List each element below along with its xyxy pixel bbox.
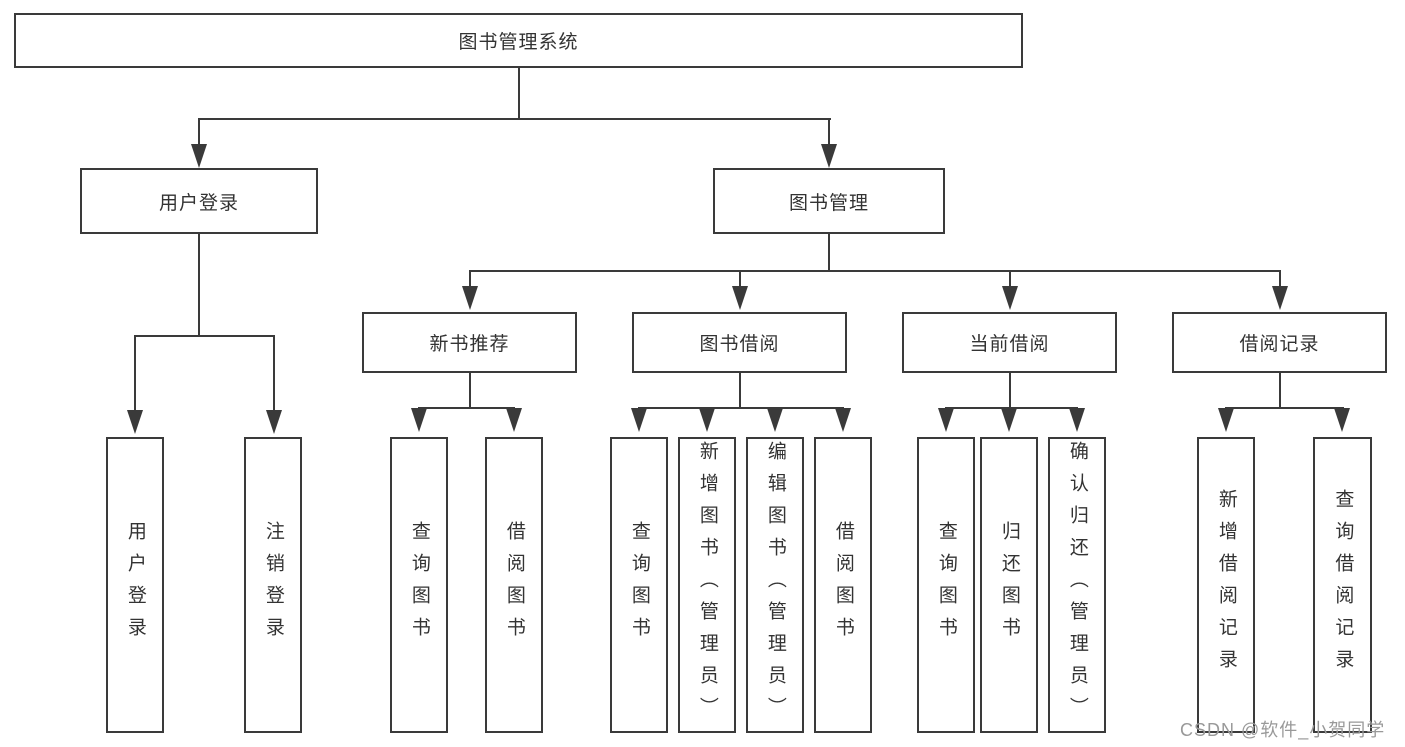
node-leaf-current-query-books: 查询图书 (917, 437, 975, 733)
connector-stem-book-mgmt (828, 118, 830, 148)
csdn-watermark: CSDN @软件_小贺同学 (1180, 720, 1386, 740)
arrowhead-g5-query-record (1334, 408, 1350, 432)
leaf-label: 借阅图书 (503, 521, 525, 649)
arrowhead-new-book (462, 286, 478, 310)
arrowhead-g3-edit-books (767, 408, 783, 432)
arrowhead-book-borrow (732, 286, 748, 310)
node-leaf-recommend-borrow-books: 借阅图书 (485, 437, 543, 733)
connector-group2-stem (469, 373, 471, 409)
node-book-borrow: 图书借阅 (632, 312, 847, 373)
node-leaf-borrow-query-books: 查询图书 (610, 437, 668, 733)
arrowhead-user-login (191, 144, 207, 168)
arrowhead-g3-add-books (699, 408, 715, 432)
connector-user-login-stem (198, 234, 200, 337)
connector-stem-book-borrow (739, 270, 741, 290)
connector-stem-current-borrow (1009, 270, 1011, 290)
connector-group5-stem (1279, 373, 1281, 409)
node-leaf-return-books: 归还图书 (980, 437, 1038, 733)
arrowhead-g5-add-record (1218, 408, 1234, 432)
leaf-label: 查询图书 (935, 521, 957, 649)
node-leaf-user-login: 用户登录 (106, 437, 164, 733)
leaf-label: 新增借阅记录 (1215, 489, 1237, 681)
leaf-label: 查询借阅记录 (1332, 489, 1354, 681)
connector-book-mgmt-stem (828, 234, 830, 272)
connector-group3-split (638, 407, 844, 409)
node-current-borrow: 当前借阅 (902, 312, 1117, 373)
connector-group3-stem (739, 373, 741, 409)
leaf-label: 借阅图书 (832, 521, 854, 649)
connector-group2-split (418, 407, 515, 409)
arrowhead-g2-query-books (411, 408, 427, 432)
connector-leaf-stem-logout (273, 335, 275, 412)
leaf-label: 确认归还（管理员） (1066, 441, 1088, 729)
node-leaf-add-borrow-record: 新增借阅记录 (1197, 437, 1255, 733)
arrowhead-book-mgmt (821, 144, 837, 168)
connector-book-mgmt-split (469, 270, 1281, 272)
connector-stem-borrow-records (1279, 270, 1281, 290)
node-leaf-confirm-return-admin: 确认归还（管理员） (1048, 437, 1106, 733)
connector-group5-split (1225, 407, 1344, 409)
arrowhead-current-borrow (1002, 286, 1018, 310)
arrowhead-g4-confirm-return (1069, 408, 1085, 432)
arrowhead-g3-query-books (631, 408, 647, 432)
leaf-label: 归还图书 (998, 521, 1020, 649)
leaf-label: 用户登录 (124, 521, 146, 649)
arrowhead-g4-query-books (938, 408, 954, 432)
arrowhead-borrow-records (1272, 286, 1288, 310)
node-root: 图书管理系统 (14, 13, 1023, 68)
arrowhead-g2-borrow-books (506, 408, 522, 432)
connector-stem-new-book (469, 270, 471, 290)
node-leaf-recommend-query-books: 查询图书 (390, 437, 448, 733)
node-user-login: 用户登录 (80, 168, 318, 234)
leaf-label: 注销登录 (262, 521, 284, 649)
arrowhead-leaf-logout (266, 410, 282, 434)
node-leaf-logout: 注销登录 (244, 437, 302, 733)
connector-root-stem (518, 68, 520, 120)
node-new-book-recommend: 新书推荐 (362, 312, 577, 373)
connector-leaf-stem-login (134, 335, 136, 412)
connector-stem-user-login (198, 118, 200, 148)
node-borrow-records: 借阅记录 (1172, 312, 1387, 373)
node-book-management: 图书管理 (713, 168, 945, 234)
node-leaf-edit-books-admin: 编辑图书（管理员） (746, 437, 804, 733)
leaf-label: 编辑图书（管理员） (764, 441, 786, 729)
leaf-label: 查询图书 (628, 521, 650, 649)
connector-root-split (198, 118, 831, 120)
leaf-label: 新增图书（管理员） (696, 441, 718, 729)
node-leaf-query-borrow-record: 查询借阅记录 (1313, 437, 1372, 733)
leaf-label: 查询图书 (408, 521, 430, 649)
arrowhead-g3-borrow-books (835, 408, 851, 432)
arrowhead-g4-return-books (1001, 408, 1017, 432)
node-leaf-add-books-admin: 新增图书（管理员） (678, 437, 736, 733)
connector-group4-stem (1009, 373, 1011, 409)
connector-user-login-split (134, 335, 275, 337)
arrowhead-leaf-login (127, 410, 143, 434)
node-leaf-borrow-books: 借阅图书 (814, 437, 872, 733)
